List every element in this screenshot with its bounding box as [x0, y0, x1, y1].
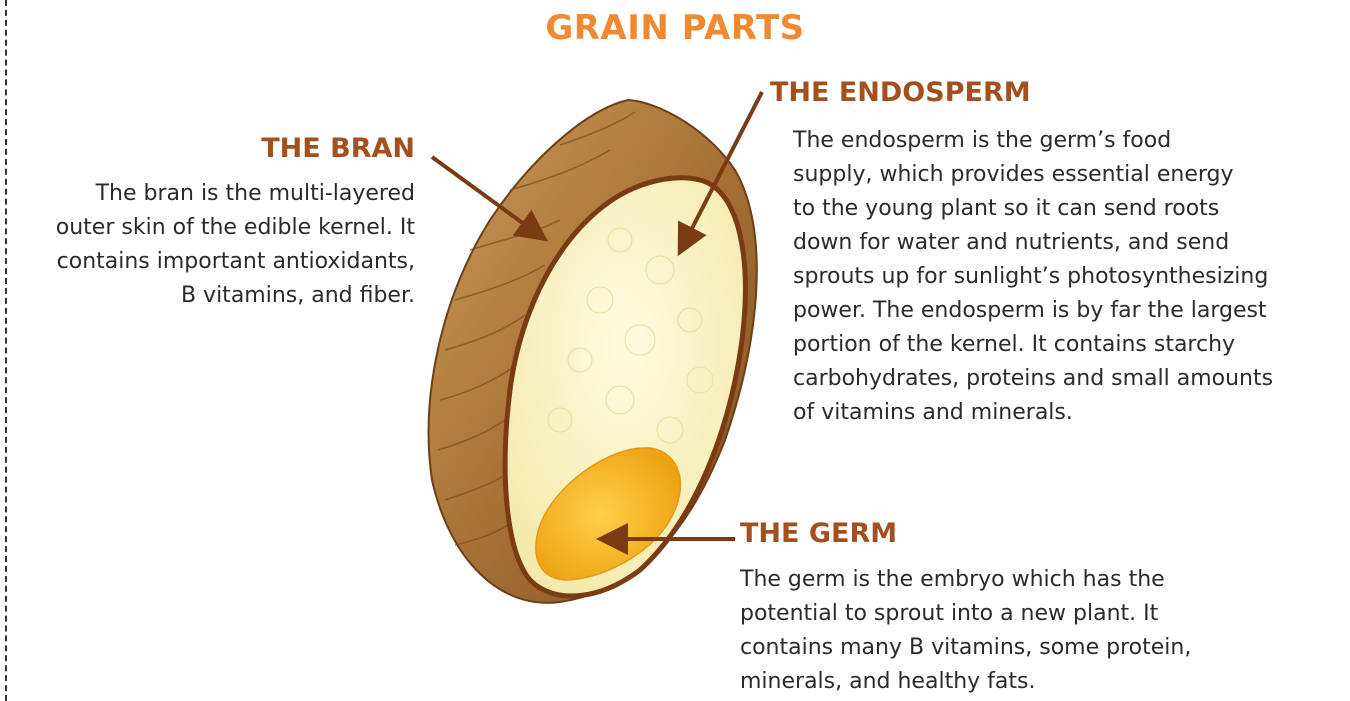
bran-heading: THE BRAN — [261, 133, 415, 164]
germ-heading: THE GERM — [740, 518, 897, 549]
germ-description: The germ is the embryo which has the pot… — [740, 563, 1260, 699]
bran-description: The bran is the multi-layered outer skin… — [0, 177, 415, 313]
endosperm-description: The endosperm is the germ’s food supply,… — [793, 124, 1343, 430]
endosperm-heading: THE ENDOSPERM — [770, 77, 1031, 108]
